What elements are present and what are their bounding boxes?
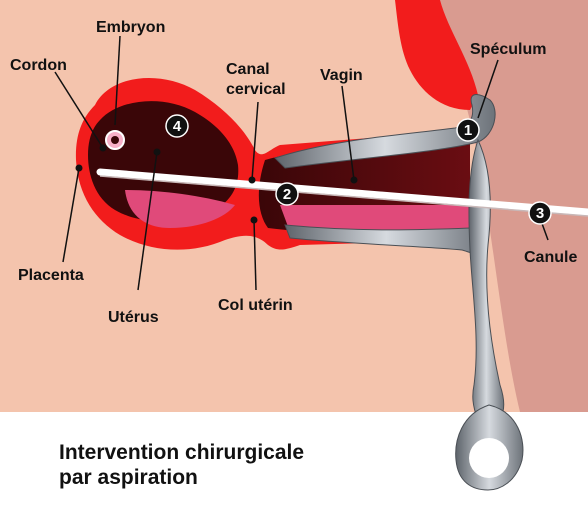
label-placenta: Placenta <box>18 267 84 284</box>
label-vagin: Vagin <box>320 67 363 84</box>
marker-canule-end-number: 3 <box>536 205 544 222</box>
label-canule: Canule <box>524 249 577 266</box>
caption: Intervention chirurgicale par aspiration <box>59 440 304 490</box>
dot-uterus <box>154 149 161 156</box>
marker-uterus: 4 <box>166 115 188 137</box>
dot-cordon <box>100 145 107 152</box>
marker-canule-mid: 2 <box>276 183 298 205</box>
caption-line-2: par aspiration <box>59 465 304 490</box>
marker-canule-mid-number: 2 <box>283 186 291 203</box>
marker-uterus-number: 4 <box>173 118 182 135</box>
label-embryon: Embryon <box>96 19 165 36</box>
dot-vagin <box>351 177 358 184</box>
label-canal-line1: Canal <box>226 61 270 78</box>
caption-line-1: Intervention chirurgicale <box>59 440 304 465</box>
marker-speculum: 1 <box>457 119 479 141</box>
marker-canule-end: 3 <box>529 202 551 224</box>
marker-speculum-number: 1 <box>464 122 472 139</box>
label-cordon: Cordon <box>10 57 67 74</box>
label-canal-line2: cervical <box>226 81 286 98</box>
dot-canal <box>249 177 256 184</box>
label-uterus: Utérus <box>108 309 159 326</box>
label-speculum: Spéculum <box>470 41 546 58</box>
speculum-bulb-hole <box>469 438 509 478</box>
dot-col <box>251 217 258 224</box>
dot-placenta <box>76 165 83 172</box>
embryo-sac <box>111 136 119 144</box>
label-col-uterin: Col utérin <box>218 297 293 314</box>
